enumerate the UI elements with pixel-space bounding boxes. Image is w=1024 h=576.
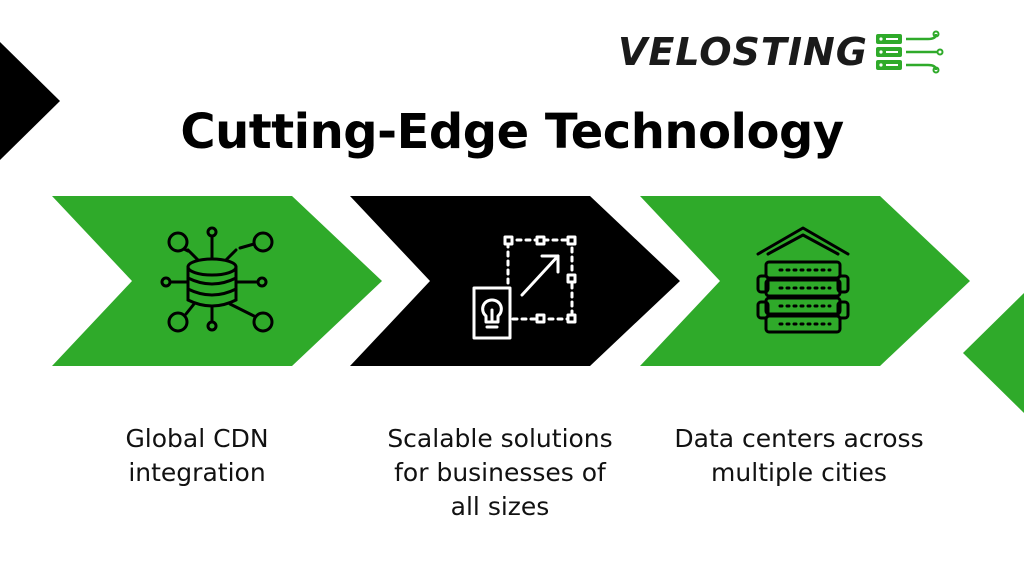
logo-accent-letter: E	[648, 30, 676, 74]
right-arrow-wedge	[963, 293, 1024, 413]
database-network-icon	[160, 226, 274, 333]
logo-wordmark: VELOSTING	[618, 30, 868, 74]
step-chevron-global-cdn	[52, 196, 382, 366]
caption-line: for businesses of	[394, 458, 606, 487]
caption-scalable: Scalable solutions for businesses of all…	[355, 422, 645, 524]
caption-line: integration	[128, 458, 266, 487]
caption-line: all sizes	[450, 492, 550, 521]
page-title: Cutting-Edge Technology	[180, 104, 844, 160]
caption-line: Data centers across	[674, 424, 924, 453]
caption-global-cdn: Global CDN integration	[52, 422, 342, 490]
step-chevron-data-centers	[640, 196, 970, 366]
velosting-logo: VELOSTING	[618, 28, 1004, 76]
caption-line: Global CDN	[125, 424, 269, 453]
step-chevron-scalable	[350, 196, 680, 366]
left-arrow-wedge	[0, 42, 60, 160]
scalable-idea-icon	[472, 235, 577, 340]
caption-line: Scalable solutions	[387, 424, 613, 453]
server-speed-icon	[875, 30, 944, 74]
caption-line: multiple cities	[711, 458, 887, 487]
data-center-icon	[756, 226, 850, 334]
caption-data-centers: Data centers across multiple cities	[654, 422, 944, 490]
